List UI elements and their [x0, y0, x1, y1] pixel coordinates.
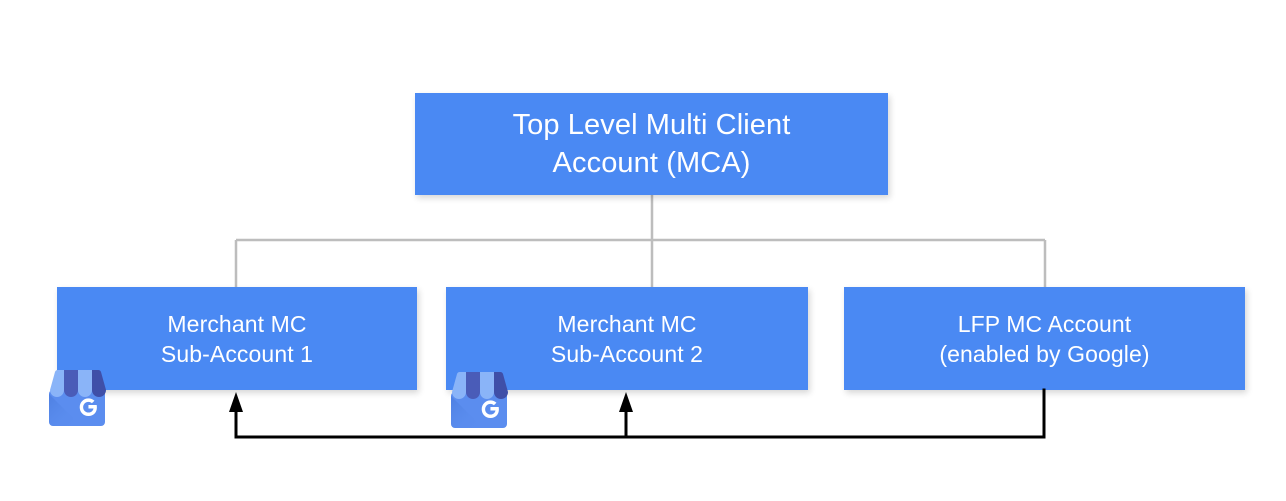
store-awning-1: [452, 371, 466, 399]
store-body-shadow: [451, 396, 483, 428]
node-merchant-sub-account-2[interactable]: Merchant MC Sub-Account 2: [446, 287, 808, 390]
node-lfp-mc-account[interactable]: LFP MC Account (enabled by Google): [844, 287, 1245, 390]
node-sub2-line-1: Merchant MC: [557, 310, 697, 337]
node-merchant-sub-account-1[interactable]: Merchant MC Sub-Account 1: [57, 287, 417, 390]
store-awning-2: [64, 370, 78, 397]
node-top-level-mca[interactable]: Top Level Multi Client Account (MCA): [415, 93, 888, 195]
store-body-shadow: [49, 394, 81, 426]
node-sub1-line-1: Merchant MC: [167, 310, 307, 337]
google-business-profile-store-icon: [49, 369, 106, 426]
store-awning-2: [466, 372, 480, 399]
node-top-line-2: Account (MCA): [552, 147, 751, 179]
node-sub1-line-2: Sub-Account 1: [160, 340, 314, 367]
node-top-line-1: Top Level Multi Client: [512, 109, 791, 141]
feedback-arrowhead-sub2: [619, 392, 633, 412]
node-lfp-line-1: LFP MC Account: [957, 310, 1132, 337]
node-sub2-line-2: Sub-Account 2: [550, 340, 704, 367]
store-google-g-glyph: [481, 400, 499, 419]
node-lfp-line-2: (enabled by Google): [939, 340, 1150, 367]
store-awning-4: [92, 369, 106, 397]
store-awning-3: [480, 372, 494, 399]
google-business-profile-store-icon: [451, 371, 508, 428]
feedback-arrowhead-sub1: [229, 392, 243, 412]
store-awning-4: [494, 371, 508, 399]
store-google-g-glyph: [79, 398, 97, 417]
store-awning-3: [78, 370, 92, 397]
store-awning-1: [50, 369, 64, 397]
